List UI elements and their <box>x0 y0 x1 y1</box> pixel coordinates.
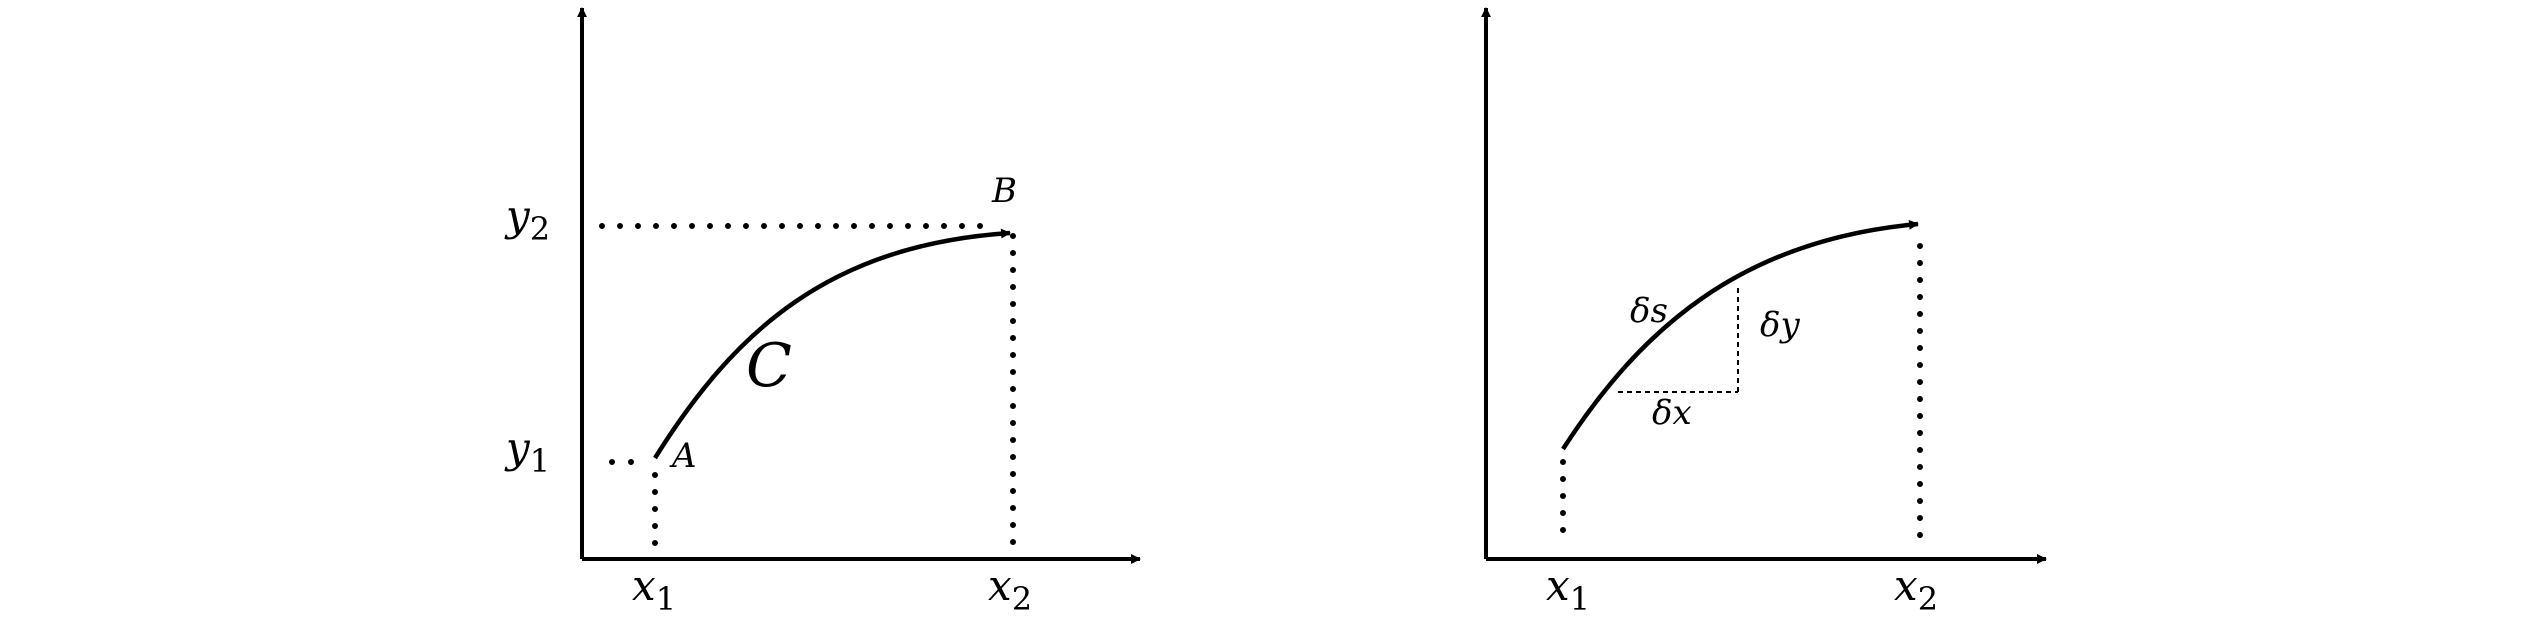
left-panel: y2 y1 x1 x2 A B C <box>504 7 1141 618</box>
left-y1-label: y1 <box>504 423 550 480</box>
delta-s-label: δs <box>1630 291 1668 331</box>
left-curve-c <box>653 228 1011 460</box>
right-curve <box>1561 219 1919 451</box>
left-x2-label: x2 <box>988 561 1032 618</box>
delta-y-label: δy <box>1760 305 1800 345</box>
left-y2-label: y2 <box>504 191 550 248</box>
point-b-label: B <box>991 171 1017 211</box>
left-x1-label: x1 <box>632 561 676 618</box>
delta-x-label: δx <box>1652 393 1692 433</box>
point-a-label: A <box>669 436 697 476</box>
right-x1-label: x1 <box>1546 561 1590 618</box>
curve-c-label: C <box>746 331 792 401</box>
right-x2-label: x2 <box>1894 561 1938 618</box>
right-panel: x1 x2 δs δy δx <box>1481 7 2047 618</box>
